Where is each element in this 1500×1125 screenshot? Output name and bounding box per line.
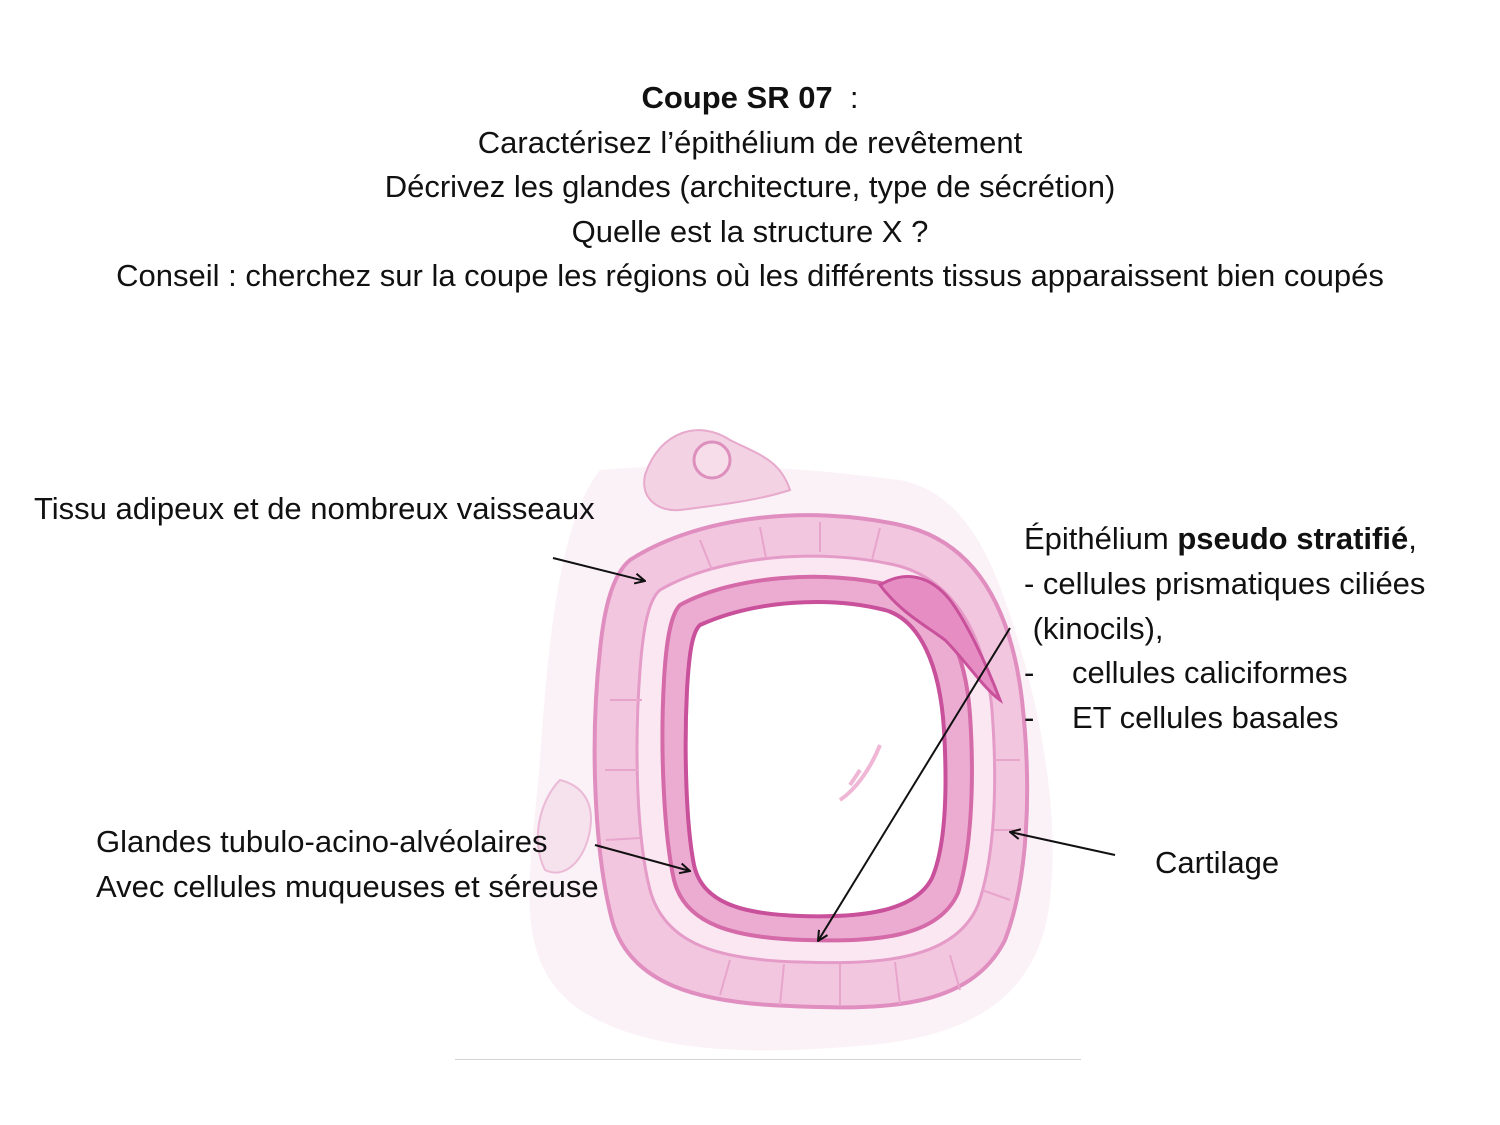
cartilage-segments	[605, 522, 1020, 1006]
epithelium-bold: pseudo stratifié	[1177, 521, 1409, 556]
title-bold: Coupe SR 07	[641, 80, 833, 115]
item2-text: cellules caliciformes	[1072, 655, 1348, 690]
cartilage-arrow	[1010, 832, 1116, 856]
question-structure-x: Quelle est la structure X ?	[571, 213, 929, 249]
epithelial-fold	[877, 575, 1004, 704]
slide-title: Coupe SR 07 :	[0, 76, 1500, 121]
instructions-header: Coupe SR 07 : Caractérisez l’épithélium …	[0, 76, 1500, 299]
loose-tissue-left	[536, 778, 592, 874]
label-epithelium-item1: - cellules prismatiques ciliées	[1024, 566, 1426, 601]
adipose-arrow	[552, 557, 645, 581]
epithelium-arrow	[818, 627, 1011, 941]
label-epithelium-item1b: (kinocils),	[1024, 611, 1164, 646]
question-epithelium: Caractérisez l’épithélium de revêtement	[477, 124, 1023, 160]
title-suffix: :	[832, 80, 859, 115]
advice-text: Conseil : cherchez sur la coupe les régi…	[116, 258, 1384, 293]
glands-arrow	[594, 844, 690, 871]
vessel-section	[692, 440, 732, 480]
label-epithelium-title: Épithélium pseudo stratifié,	[1024, 516, 1417, 561]
label-cartilage: Cartilage	[1155, 845, 1280, 880]
epithelium-suffix: ,	[1408, 521, 1417, 556]
lumen-debris	[838, 744, 882, 802]
label-glands-line1: Glandes tubulo-acino-alvéolaires	[96, 824, 548, 859]
bullet-dash: -	[1024, 700, 1035, 735]
label-adipose: Tissu adipeux et de nombreux vaisseaux	[34, 491, 595, 526]
label-epithelium-item2: - cellules caliciformes	[1024, 650, 1348, 695]
item3-text: ET cellules basales	[1072, 700, 1339, 735]
label-glands-line2: Avec cellules muqueuses et séreuse	[96, 869, 599, 904]
question-glands: Décrivez les glandes (architecture, type…	[384, 169, 1116, 204]
epithelium-prefix: Épithélium	[1024, 521, 1178, 556]
bullet-dash: -	[1024, 655, 1035, 690]
divider-line	[455, 1059, 1081, 1060]
label-epithelium-item3: - ET cellules basales	[1024, 695, 1339, 740]
tracheal-lumen	[683, 600, 948, 919]
